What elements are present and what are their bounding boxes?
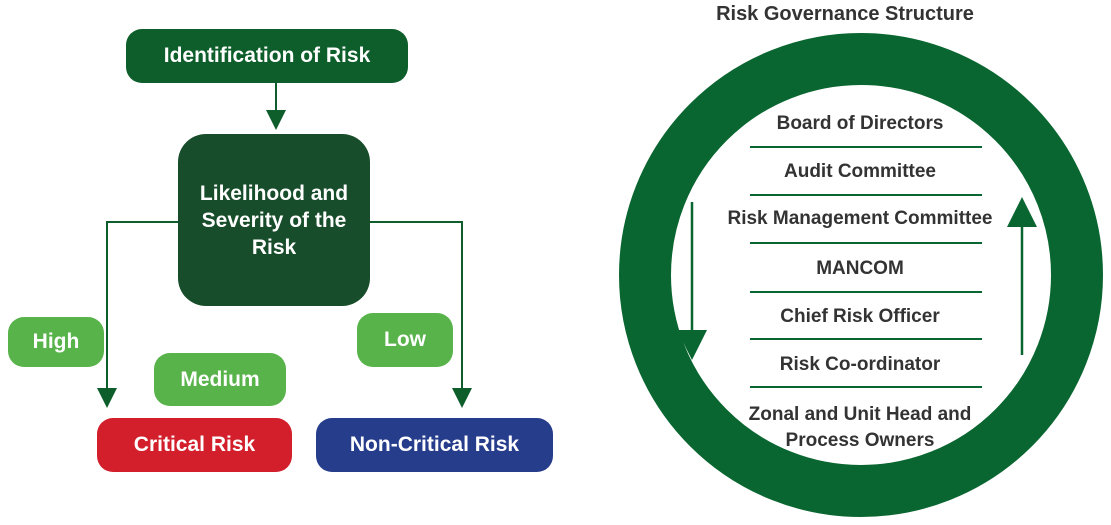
- critical-risk-box: Critical Risk: [97, 418, 292, 472]
- medium-label-pill: Medium: [154, 353, 286, 406]
- critical-risk-label: Critical Risk: [133, 433, 256, 456]
- level-risk-management-committee: Risk Management Committee: [727, 208, 993, 229]
- identification-label: Identification of Risk: [163, 44, 371, 67]
- high-label: High: [32, 330, 80, 353]
- level-audit-committee: Audit Committee: [784, 161, 936, 182]
- level-board-of-directors: Board of Directors: [776, 113, 944, 134]
- non-critical-risk-box: Non-Critical Risk: [316, 418, 553, 472]
- low-label-pill: Low: [357, 313, 453, 367]
- likelihood-label: Likelihood and Severity of the Risk: [199, 181, 349, 259]
- identification-of-risk-box: Identification of Risk: [126, 29, 408, 83]
- likelihood-severity-box: Likelihood and Severity of the Risk: [178, 134, 370, 306]
- level-chief-risk-officer: Chief Risk Officer: [780, 306, 940, 327]
- arrow-likelihood-to-critical: [97, 221, 178, 408]
- level-risk-coordinator: Risk Co-ordinator: [779, 354, 941, 375]
- level-mancom: MANCOM: [816, 258, 904, 279]
- non-critical-risk-label: Non-Critical Risk: [349, 433, 520, 456]
- level-zonal-unit-head: Zonal and Unit Head and Process Owners: [748, 404, 972, 451]
- arrow-likelihood-to-noncritical: [370, 221, 472, 408]
- medium-label: Medium: [180, 367, 260, 391]
- high-label-pill: High: [8, 317, 104, 367]
- low-label: Low: [384, 328, 426, 351]
- governance-title: Risk Governance Structure: [716, 3, 974, 25]
